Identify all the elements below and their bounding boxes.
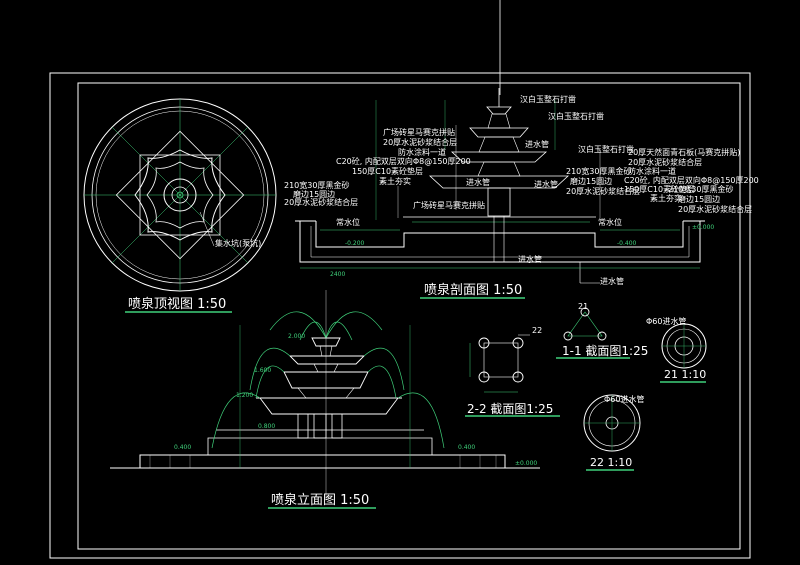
note-top-1: 汉白玉整石打凿 <box>520 95 576 104</box>
inlet-label-1: 进水管 <box>525 140 549 149</box>
detail-22-title: 22 1:10 <box>590 456 633 469</box>
water-level-right: 常水位 <box>598 218 622 227</box>
pipe-label-22: Φ60进水管 <box>604 395 645 404</box>
dim-elev-2000: 2.000 <box>288 333 306 340</box>
detail-21 <box>661 323 707 369</box>
dim-section-r200: -0.200 <box>345 240 365 247</box>
dim-section-000: ±0.000 <box>692 224 715 231</box>
note-mid-4: 广场砖星马赛克拼贴 <box>413 201 485 210</box>
note-left-4: C20砼, 内配双层双向Φ8@150厚200 <box>336 157 471 166</box>
dim-elev-1200: 1.200 <box>236 392 254 399</box>
note-top-2: 汉白玉整石打凿 <box>548 112 604 121</box>
title-underlines <box>125 297 706 509</box>
elevation-view <box>110 290 540 500</box>
plan-view <box>83 98 277 292</box>
note-secl-3: 20厚水泥砂浆结合层 <box>284 198 359 207</box>
dim-elev-800: 0.800 <box>258 423 276 430</box>
note-rmid-2: 磨边15圆边 <box>678 195 721 204</box>
water-level-left: 常水位 <box>336 218 360 227</box>
dim-section-2400: 2400 <box>330 271 346 278</box>
inlet-label-5: 进水管 <box>600 277 624 286</box>
section-view <box>295 88 705 284</box>
pipe-label-21: Φ60进水管 <box>646 317 687 326</box>
section-1-1 <box>563 307 607 341</box>
dim-elev-000: ±0.000 <box>515 460 538 467</box>
note-right-6: 素土夯实 <box>650 194 682 203</box>
detail-21-title: 21 1:10 <box>664 368 707 381</box>
section-2-2-callout: 22 <box>532 326 543 335</box>
outer-frame <box>49 72 751 559</box>
inlet-label-3: 进水管 <box>534 180 558 189</box>
dim-section-r400: -0.400 <box>617 240 637 247</box>
note-left-5: 150厚C10素砼垫层 <box>352 167 424 176</box>
note-right-5: 150厚C10素砼垫层 <box>624 185 696 194</box>
note-mid-3: 20厚水泥砂浆结合层 <box>566 187 641 196</box>
note-left-1: 广场砖星马赛克拼贴 <box>383 128 455 137</box>
elevation-title: 喷泉立面图 1:50 <box>271 493 370 508</box>
note-right-3: 防水涂料一道 <box>628 167 676 176</box>
inner-frame <box>77 82 741 550</box>
dim-elev-400-right: 0.400 <box>458 444 476 451</box>
note-left-3: 防水涂料一道 <box>398 148 446 157</box>
note-rmid-3: 20厚水泥砂浆结合层 <box>678 205 753 214</box>
section-1-1-callout: 21 <box>578 302 589 311</box>
section-title: 喷泉剖面图 1:50 <box>424 283 523 298</box>
note-left-2: 20厚水泥砂浆结合层 <box>383 138 458 147</box>
sump-label: 集水坑(泵坑) <box>215 239 262 248</box>
inlet-label-4: 进水管 <box>518 255 542 264</box>
note-right-2: 20厚水泥砂浆结合层 <box>628 158 703 167</box>
note-top-3: 汉白玉整石打凿 <box>578 145 634 154</box>
note-secl-1: 210宽30厚黑金砂 <box>284 181 350 190</box>
section-2-2 <box>469 334 530 393</box>
note-right-4: C20砼, 内配双层双向Φ8@150厚200 <box>624 176 759 185</box>
note-mid-2: 磨边15圆边 <box>570 177 613 186</box>
note-mid-1: 210宽30厚黑金砂 <box>566 167 632 176</box>
inlet-label-2: 进水管 <box>466 178 490 187</box>
section-1-1-title: 1-1 截面图1:25 <box>562 344 649 358</box>
plan-title: 喷泉顶视图 1:50 <box>128 297 227 312</box>
section-2-2-title: 2-2 截面图1:25 <box>467 402 554 416</box>
note-secl-2: 磨边15圆边 <box>293 190 336 199</box>
note-rmid-1: 210宽30厚黑金砂 <box>668 185 734 194</box>
detail-22 <box>583 394 641 452</box>
dim-elev-1600: 1.600 <box>254 367 272 374</box>
dim-elev-400-left: 0.400 <box>174 444 192 451</box>
note-right-1: 20厚天然面青石板(马赛克拼贴) <box>628 148 741 157</box>
note-left-6: 素土夯实 <box>379 177 411 186</box>
